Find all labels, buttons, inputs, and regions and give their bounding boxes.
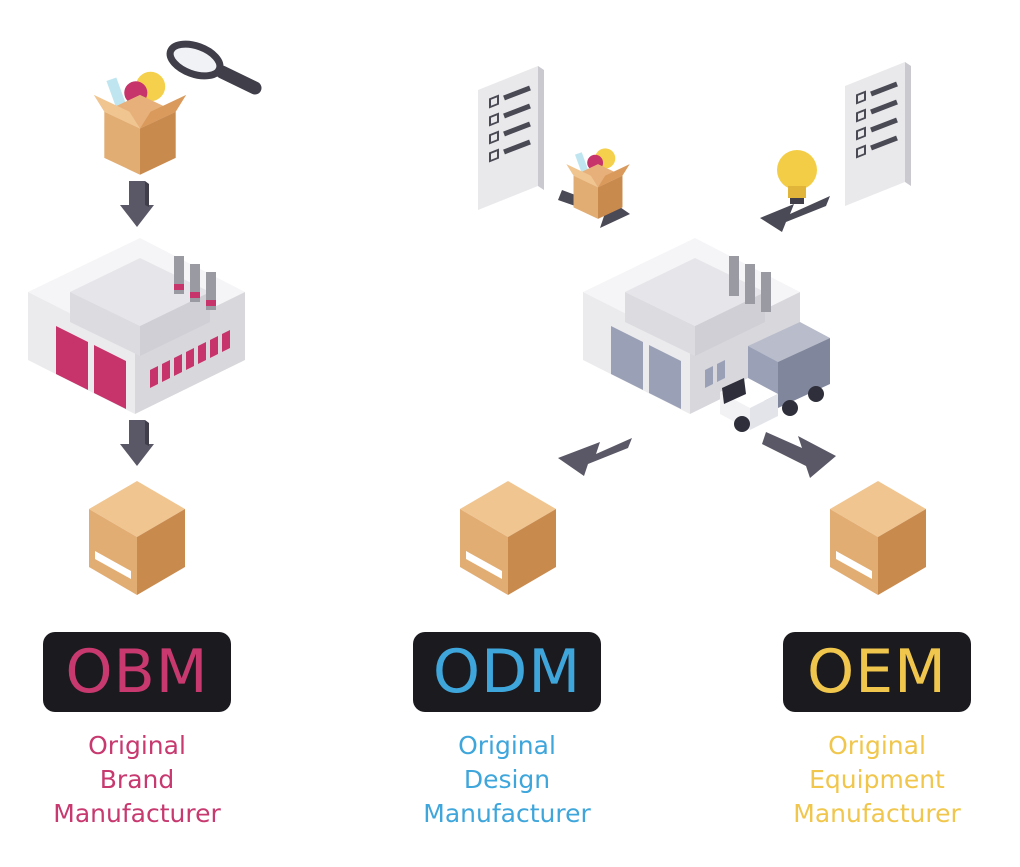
odm-acronym: ODM: [432, 637, 582, 707]
oem-arrow-icon: [760, 196, 830, 232]
obm-acronym: OBM: [65, 637, 209, 707]
obm-arrow-down-icon-2: [120, 420, 154, 466]
obm-caption-line-1: Original: [88, 731, 186, 760]
magnifier-icon: [166, 40, 262, 95]
odm-factory-icon: [583, 238, 800, 414]
oem-caption: Original Equipment Manufacturer: [757, 729, 997, 831]
oem-output-arrow-icon: [762, 432, 836, 478]
odm-output-arrow-icon: [558, 438, 632, 476]
odm-caption: Original Design Manufacturer: [387, 729, 627, 831]
oem-cardboard-box-icon: [830, 481, 926, 595]
odm-caption-line-2: Design: [463, 765, 551, 794]
obm-factory-icon: [28, 238, 245, 414]
oem-acronym: OEM: [807, 637, 947, 707]
obm-cardboard-box-icon: [89, 481, 185, 595]
odm-cardboard-box-icon: [460, 481, 556, 595]
obm-caption-line-3: Manufacturer: [53, 799, 221, 828]
obm-caption-line-2: Brand: [99, 765, 175, 794]
odm-idea-box-icon: [566, 148, 630, 219]
oem-caption-line-3: Manufacturer: [793, 799, 961, 828]
lightbulb-icon: [777, 150, 817, 204]
obm-badge: OBM: [43, 632, 231, 712]
obm-idea-box-icon: [93, 71, 187, 175]
odm-badge: ODM: [413, 632, 601, 712]
delivery-truck-icon: [720, 322, 830, 432]
obm-arrow-down-icon: [120, 181, 154, 227]
odm-caption-line-3: Manufacturer: [423, 799, 591, 828]
oem-badge: OEM: [783, 632, 971, 712]
obm-caption: Original Brand Manufacturer: [17, 729, 257, 831]
oem-caption-line-1: Original: [828, 731, 926, 760]
odm-caption-line-1: Original: [458, 731, 556, 760]
document-checklist-icon: [478, 66, 544, 210]
document-checklist-icon-2: [845, 62, 911, 206]
oem-caption-line-2: Equipment: [809, 765, 945, 794]
